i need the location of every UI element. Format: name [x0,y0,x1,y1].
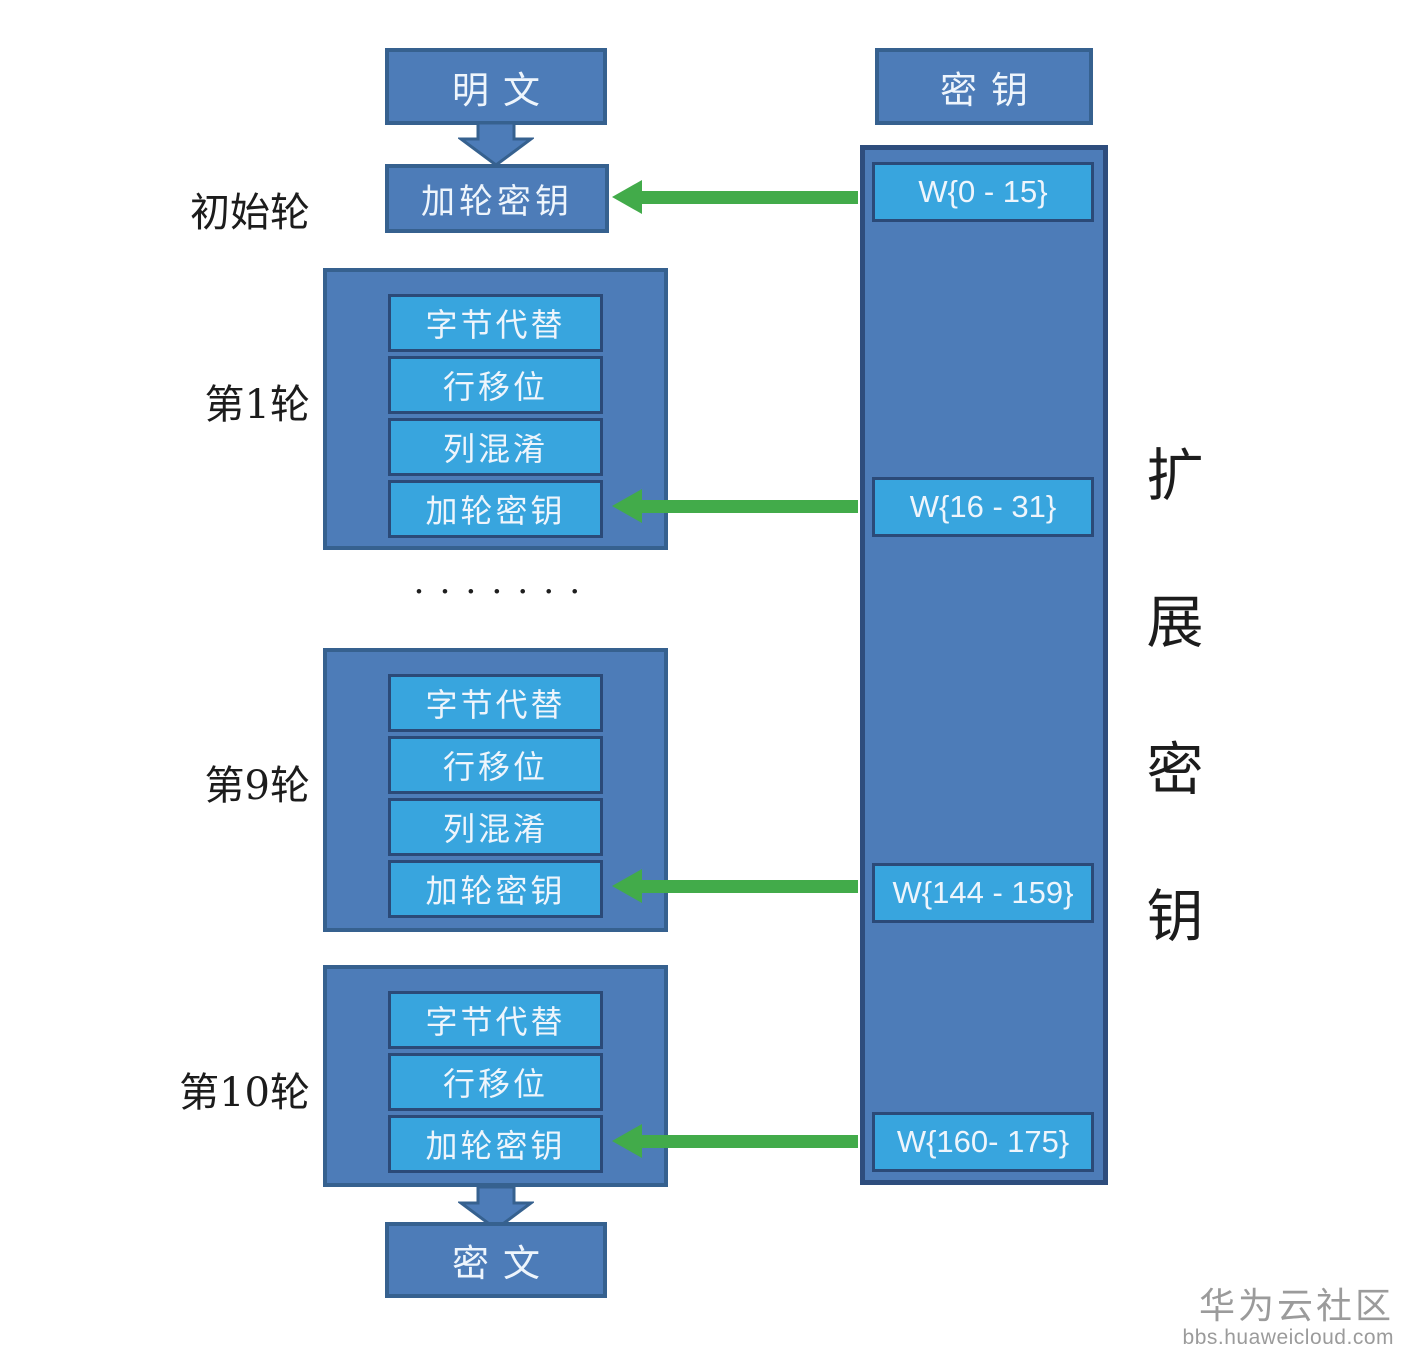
round1-step-subbytes: 字节代替 [388,294,603,352]
roundkey-arrow-initial [612,177,858,217]
round10-label: 第10轮 [179,1070,310,1116]
w-block-144-159: W{144 - 159} [872,863,1094,923]
ellipsis-dots: ••••••• [416,582,598,601]
w-block-16-31: W{16 - 31} [872,477,1094,537]
arrow-shaft [638,191,858,204]
arrow-head-icon [612,489,642,523]
down-arrow-icon [458,121,534,167]
arrow-shaft [638,1135,858,1148]
w-block-160-175: W{160- 175} [872,1112,1094,1172]
initial-addroundkey-label: 加轮密钥 [421,183,573,221]
round9-step-addkey: 加轮密钥 [388,860,603,918]
watermark: 华为云社区 bbs.huaweicloud.com [1183,1286,1394,1350]
watermark-domain: bbs.huaweicloud.com [1182,1326,1394,1349]
roundkey-arrow-round10 [612,1121,858,1161]
round9-step-subbytes: 字节代替 [388,674,603,732]
expanded-key-char: 钥 [1146,884,1204,950]
round1-label: 第1轮 [204,382,310,428]
round10-box: 字节代替 行移位 加轮密钥 [323,965,668,1187]
ciphertext-box: 密文 [385,1222,607,1298]
round9-label: 第9轮 [204,763,310,809]
round9-step-shiftrows: 行移位 [388,736,603,794]
watermark-brand: 华为云社区 [1198,1285,1394,1327]
down-arrow-icon [458,1185,534,1231]
round1-box: 字节代替 行移位 列混淆 加轮密钥 [323,268,668,550]
plaintext-box: 明文 [385,48,607,125]
arrow-shaft [638,880,858,893]
roundkey-arrow-round1 [612,486,858,526]
w-block-0-15: W{0 - 15} [872,162,1094,222]
round1-step-addkey: 加轮密钥 [388,480,603,538]
round10-step-subbytes: 字节代替 [388,991,603,1049]
arrow-head-icon [612,1124,642,1158]
expanded-key-side-label: 扩 展 密 钥 [1140,448,1210,946]
key-box: 密钥 [875,48,1093,125]
expanded-key-column [860,145,1108,1185]
expanded-key-char: 扩 [1146,443,1204,509]
round1-step-shiftrows: 行移位 [388,356,603,414]
expanded-key-char: 展 [1146,590,1204,656]
round9-step-mixcolumns: 列混淆 [388,798,603,856]
expanded-key-char: 密 [1146,737,1204,803]
arrow-shaft [638,500,858,513]
initial-round-label: 初始轮 [190,190,310,236]
round10-step-addkey: 加轮密钥 [388,1115,603,1173]
roundkey-arrow-round9 [612,866,858,906]
plaintext-label: 明文 [452,69,554,111]
round9-box: 字节代替 行移位 列混淆 加轮密钥 [323,648,668,932]
round10-step-shiftrows: 行移位 [388,1053,603,1111]
arrow-head-icon [612,180,642,214]
ciphertext-label: 密文 [452,1243,554,1284]
round1-step-mixcolumns: 列混淆 [388,418,603,476]
initial-addroundkey-box: 加轮密钥 [385,164,609,233]
arrow-head-icon [612,869,642,903]
key-label: 密钥 [940,69,1042,111]
